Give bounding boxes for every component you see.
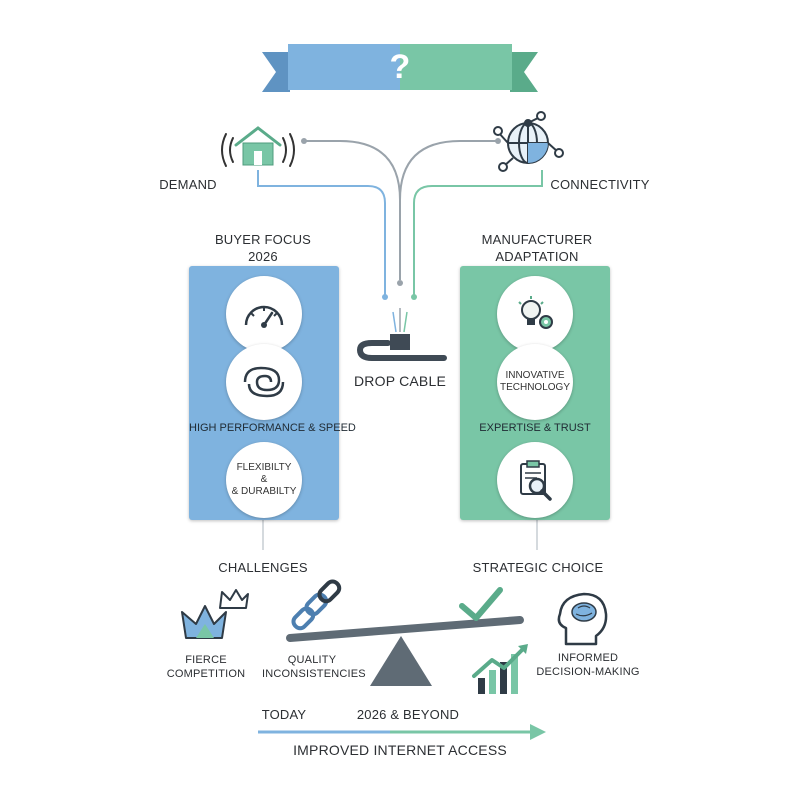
innovative-line1: INNOVATIVE [505, 370, 565, 381]
informed-decision-line1: INFORMED [557, 652, 619, 664]
timeline-outcome-label: IMPROVED INTERNET ACCESS [293, 742, 507, 758]
fierce-competition-line2: COMPETITION [166, 668, 246, 680]
clipboard-magnifier-icon [520, 460, 552, 501]
flexibility-line2: & [260, 474, 268, 485]
home-signal-icon [221, 126, 295, 167]
connector-lines [257, 138, 543, 300]
title-banner [262, 44, 538, 92]
checkmark-icon [459, 587, 503, 621]
informed-decision-line2: DECISION-MAKING [536, 666, 640, 678]
flexibility-line3: & DURABILTY [231, 486, 297, 497]
timeline-today-label: TODAY [261, 707, 307, 722]
globe-network-icon [493, 111, 564, 172]
demand-label: DEMAND [159, 177, 217, 192]
buyer-heading-line2: 2026 [248, 249, 278, 264]
fierce-competition-line1: FIERCE [185, 654, 227, 666]
timeline-future-label: 2026 & BEYOND [356, 707, 460, 722]
connectivity-label: CONNECTIVITY [550, 177, 650, 192]
drop-cable-icon [356, 308, 447, 361]
flexibility-circle: FLEXIBILTY & & DURABILTY [226, 442, 302, 518]
speedometer-icon-circle [226, 276, 302, 352]
challenges-label: CHALLENGES [218, 560, 308, 575]
balance-scale [286, 616, 524, 686]
flexibility-line1: FLEXIBILTY [236, 462, 292, 473]
performance-label: HIGH PERFORMANCE & SPEED [189, 422, 356, 434]
cable-coil-icon-circle [226, 344, 302, 420]
speedometer-icon [244, 305, 284, 328]
innovative-technology-circle: INNOVATIVE TECHNOLOGY [497, 344, 573, 420]
banner-question-mark: ? [389, 48, 411, 86]
expertise-label: EXPERTISE & TRUST [479, 422, 591, 434]
timeline-arrow [258, 724, 546, 740]
clipboard-magnifier-icon-circle [497, 442, 573, 518]
cable-coil-icon [243, 366, 285, 398]
innovative-line2: TECHNOLOGY [499, 382, 570, 393]
manufacturer-heading-line2: ADAPTATION [495, 249, 579, 264]
chain-link-icon [291, 579, 342, 631]
quality-inconsistencies-line2: INCONSISTENCIES [262, 668, 366, 680]
head-brain-icon [557, 592, 608, 646]
buyer-heading-line1: BUYER FOCUS [214, 232, 312, 247]
lightbulb-gear-icon [518, 296, 553, 329]
lightbulb-gear-icon-circle [497, 276, 573, 352]
manufacturer-heading-line1: MANUFACTURER [481, 232, 593, 247]
crown-icon [181, 589, 249, 639]
drop-cable-label: DROP CABLE [354, 373, 446, 389]
quality-inconsistencies-line1: QUALITY [287, 654, 337, 666]
strategic-choice-label: STRATEGIC CHOICE [472, 560, 604, 575]
growth-chart-icon [472, 644, 528, 694]
